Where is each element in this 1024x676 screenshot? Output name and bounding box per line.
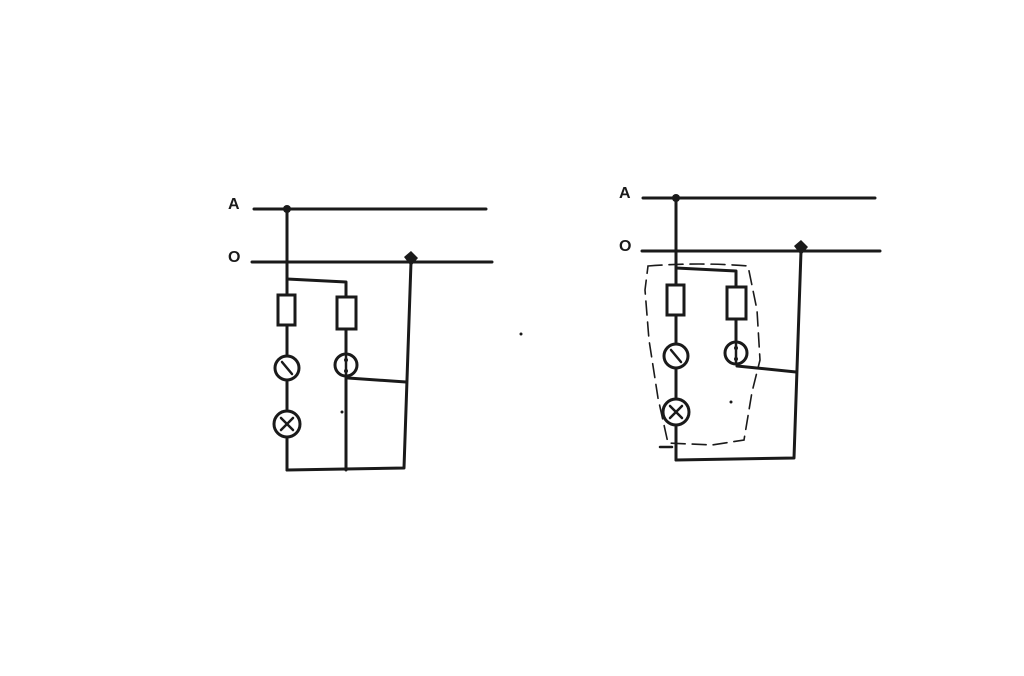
branch-wire [674,266,738,357]
neutral-label: O [619,238,631,255]
return-wire [674,249,803,462]
wiring-diagram-right: A O [619,185,882,462]
fuse-lamp [276,293,297,327]
phase-junction [672,194,680,202]
return-wire [285,260,413,472]
neutral-junction [794,240,808,255]
switch [273,354,301,382]
branch-wire [285,277,348,472]
speck [729,400,733,404]
wiring-diagram-left: A O [228,196,494,472]
neutral-junction [404,251,418,266]
speck [340,410,344,414]
lamp [661,397,691,427]
phase-junction [283,205,291,213]
lamp [272,409,302,439]
socket [333,352,359,378]
fuse-socket [335,295,358,331]
switch [662,342,690,370]
speck [519,332,523,336]
phase-label: A [228,196,240,213]
socket [723,340,749,366]
fuse-socket [725,285,748,321]
fuse-lamp [665,283,686,317]
socket-wire [346,376,408,384]
phase-label: A [619,185,631,202]
dashed-boundary [644,263,761,446]
socket-wire [735,364,798,374]
neutral-label: O [228,249,240,266]
